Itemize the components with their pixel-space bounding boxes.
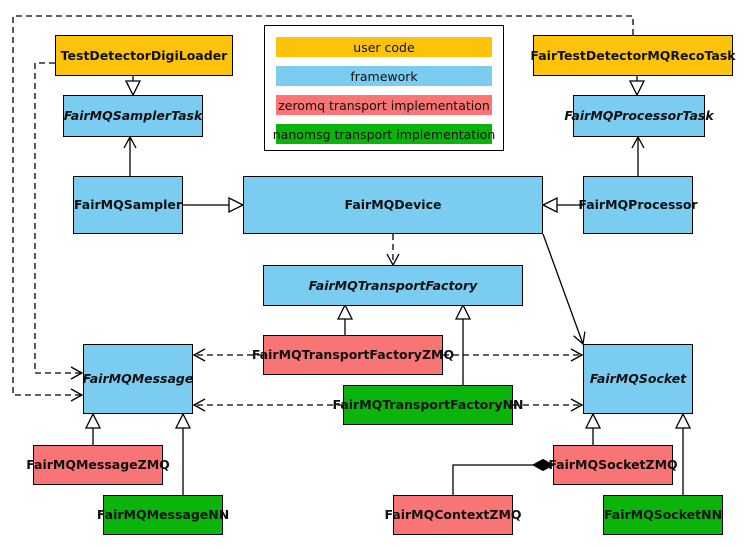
node-testdetectordigiloader: TestDetectorDigiLoader (55, 35, 233, 76)
node-label: FairMQSocket (589, 371, 687, 387)
legend-item-nanomsg: nanomsg transport implementation (273, 124, 495, 144)
node-fairmqmessagenn: FairMQMessageNN (97, 495, 229, 535)
node-fairmqmessagezmq: FairMQMessageZMQ (26, 445, 170, 485)
legend-label: nanomsg transport implementation (272, 126, 496, 142)
node-label: FairMQDevice (344, 197, 442, 213)
edge-contextzmq-socketzmq (452, 465, 553, 495)
legend-label: zeromq transport implementation (278, 97, 490, 113)
node-label: FairMQProcessor (578, 197, 698, 213)
node-fairmqsocketnn: FairMQSocketNN (603, 495, 723, 535)
node-fairmqsocket: FairMQSocket (583, 344, 693, 414)
edge-recotask-message (12, 15, 634, 402)
legend-item-framework: framework (276, 66, 492, 86)
node-label: FairMQMessageZMQ (26, 457, 170, 473)
node-fairmqsocketzmq: FairMQSocketZMQ (548, 445, 678, 485)
node-fairmqprocessor: FairMQProcessor (578, 176, 698, 234)
node-fairmqcontextzmq: FairMQContextZMQ (384, 495, 522, 535)
node-label: FairMQMessage (82, 371, 194, 387)
node-fairmqsampler: FairMQSampler (73, 176, 183, 234)
node-label: FairMQSamplerTask (63, 108, 203, 124)
node-label: FairMQTransportFactoryZMQ (251, 347, 455, 363)
node-label: FairMQSocketZMQ (548, 457, 678, 473)
legend-item-user-code: user code (276, 37, 492, 57)
legend-item-zeromq: zeromq transport implementation (276, 95, 492, 115)
node-label: FairMQMessageNN (96, 507, 230, 523)
node-fairtestdetectormqrecotask: FairTestDetectorMQRecoTask (530, 35, 736, 76)
node-label: FairMQSocketNN (603, 507, 723, 523)
edge-digiloader-message (34, 62, 84, 380)
node-label: FairMQTransportFactoryNN (332, 397, 524, 413)
node-label: FairMQSampler (73, 197, 183, 213)
edge-device-socket (542, 233, 586, 346)
node-fairmqmessage: FairMQMessage (83, 344, 193, 414)
node-fairmqtransportfactoryzmq: FairMQTransportFactoryZMQ (252, 335, 454, 375)
node-label: FairMQContextZMQ (384, 507, 522, 523)
node-label: FairMQTransportFactory (308, 277, 478, 293)
legend-label: user code (353, 39, 415, 55)
legend-label: framework (350, 68, 418, 84)
node-fairmqsamplertask: FairMQSamplerTask (63, 95, 203, 137)
node-fairmqprocessortask: FairMQProcessorTask (564, 95, 714, 137)
node-fairmqtransportfactorynn: FairMQTransportFactoryNN (333, 385, 524, 425)
node-label: TestDetectorDigiLoader (60, 47, 228, 63)
node-fairmqdevice: FairMQDevice (243, 176, 543, 234)
legend: user code framework zeromq transport imp… (264, 25, 504, 151)
node-label: FairMQProcessorTask (564, 108, 714, 124)
node-fairmqtransportfactory: FairMQTransportFactory (263, 265, 523, 306)
node-label: FairTestDetectorMQRecoTask (530, 47, 736, 63)
